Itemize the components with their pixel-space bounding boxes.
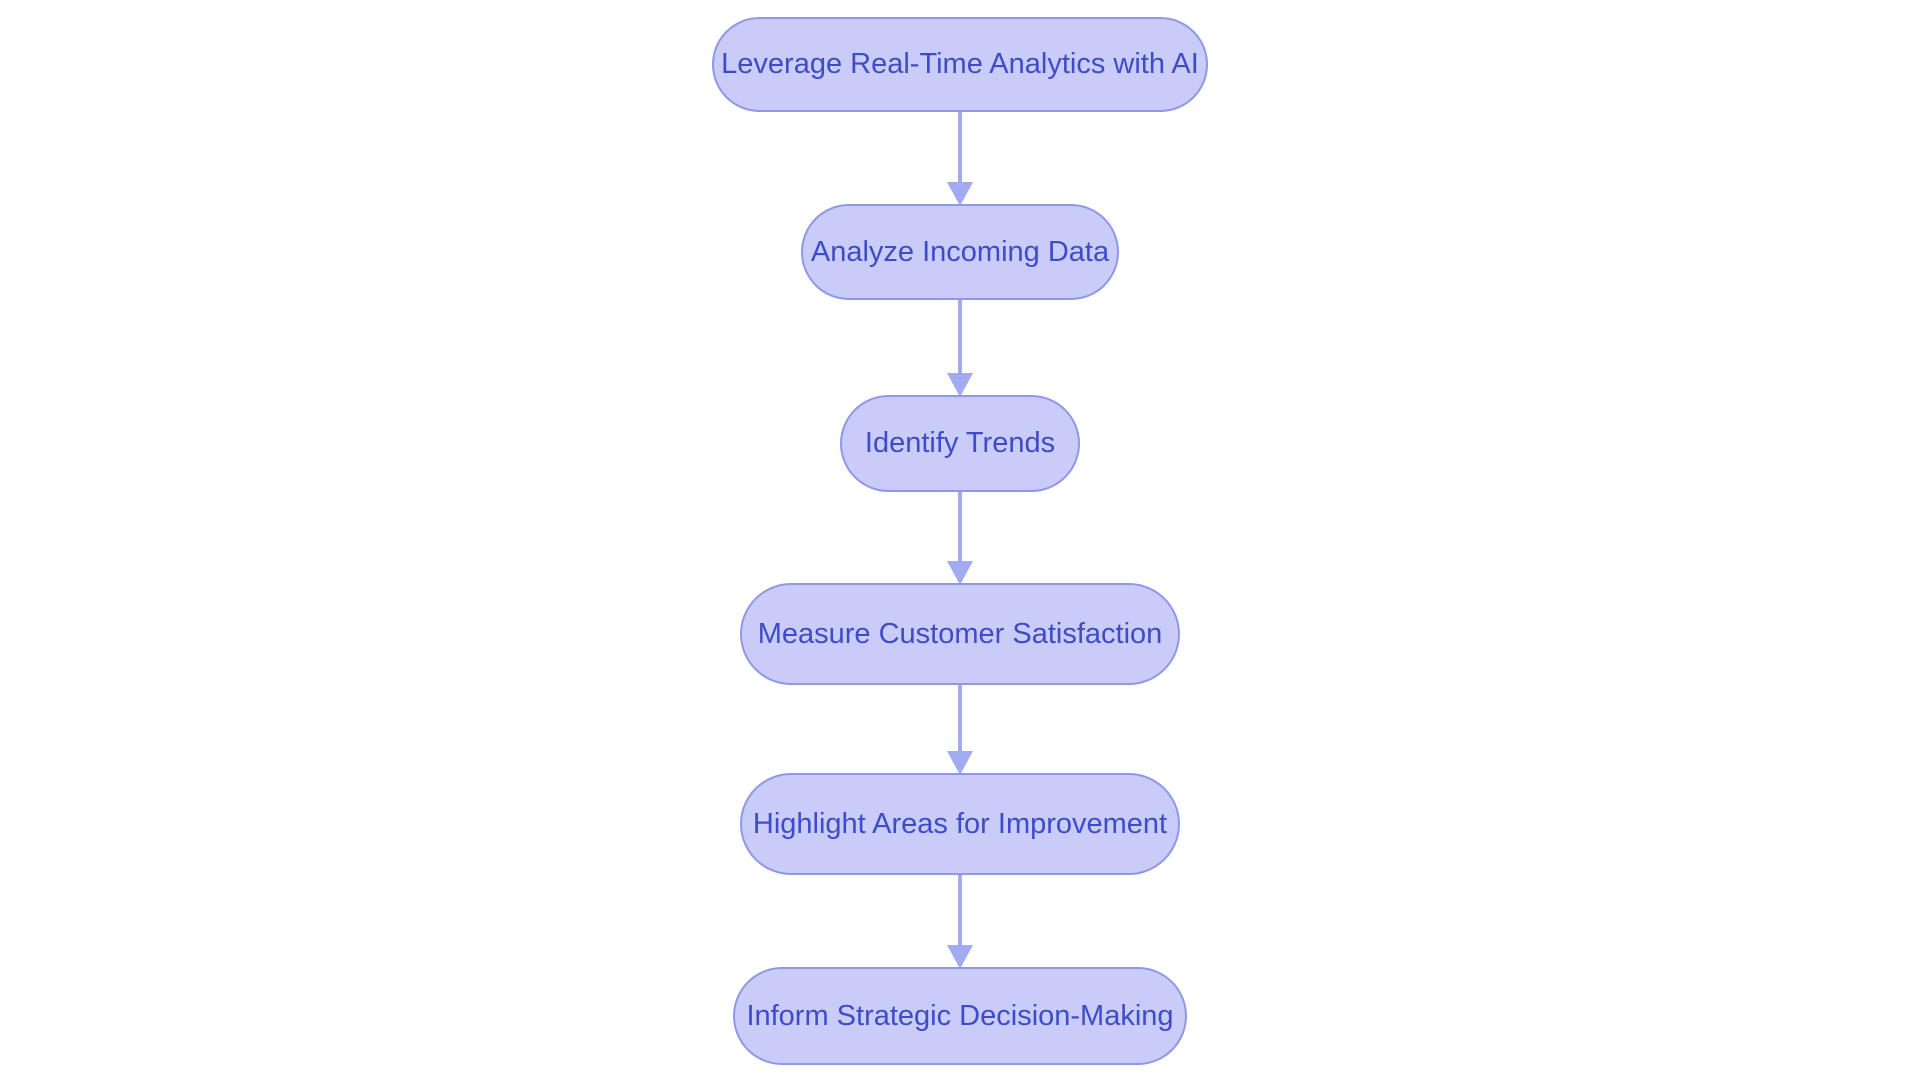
arrow-stem: [958, 685, 962, 757]
flow-connector-2: [947, 300, 973, 397]
arrow-down-icon: [947, 373, 973, 397]
arrow-stem: [958, 300, 962, 379]
flow-node-label: Leverage Real-Time Analytics with AI: [721, 48, 1199, 80]
arrow-stem: [958, 875, 962, 951]
arrow-down-icon: [947, 561, 973, 585]
arrow-down-icon: [947, 182, 973, 206]
flow-node-inform-strategic-decision-making: Inform Strategic Decision-Making: [733, 967, 1187, 1065]
flow-connector-1: [947, 112, 973, 206]
flow-node-leverage-real-time-analytics: Leverage Real-Time Analytics with AI: [712, 17, 1208, 112]
flow-node-label: Analyze Incoming Data: [810, 235, 1110, 268]
arrow-down-icon: [947, 751, 973, 775]
flow-connector-4: [947, 685, 973, 775]
flow-node-label: Inform Strategic Decision-Making: [746, 999, 1174, 1032]
arrow-down-icon: [947, 945, 973, 969]
flow-connector-3: [947, 492, 973, 585]
flow-node-label: Measure Customer Satisfaction: [757, 617, 1163, 650]
arrow-stem: [958, 492, 962, 567]
flow-node-analyze-incoming-data: Analyze Incoming Data: [801, 204, 1119, 300]
flow-node-label: Identify Trends: [864, 427, 1056, 459]
flow-connector-5: [947, 875, 973, 969]
flow-node-measure-customer-satisfaction: Measure Customer Satisfaction: [740, 583, 1180, 685]
arrow-stem: [958, 112, 962, 188]
flow-node-label: Highlight Areas for Improvement: [752, 807, 1168, 840]
flow-node-identify-trends: Identify Trends: [840, 395, 1080, 492]
flow-node-highlight-areas-for-improvement: Highlight Areas for Improvement: [740, 773, 1180, 875]
